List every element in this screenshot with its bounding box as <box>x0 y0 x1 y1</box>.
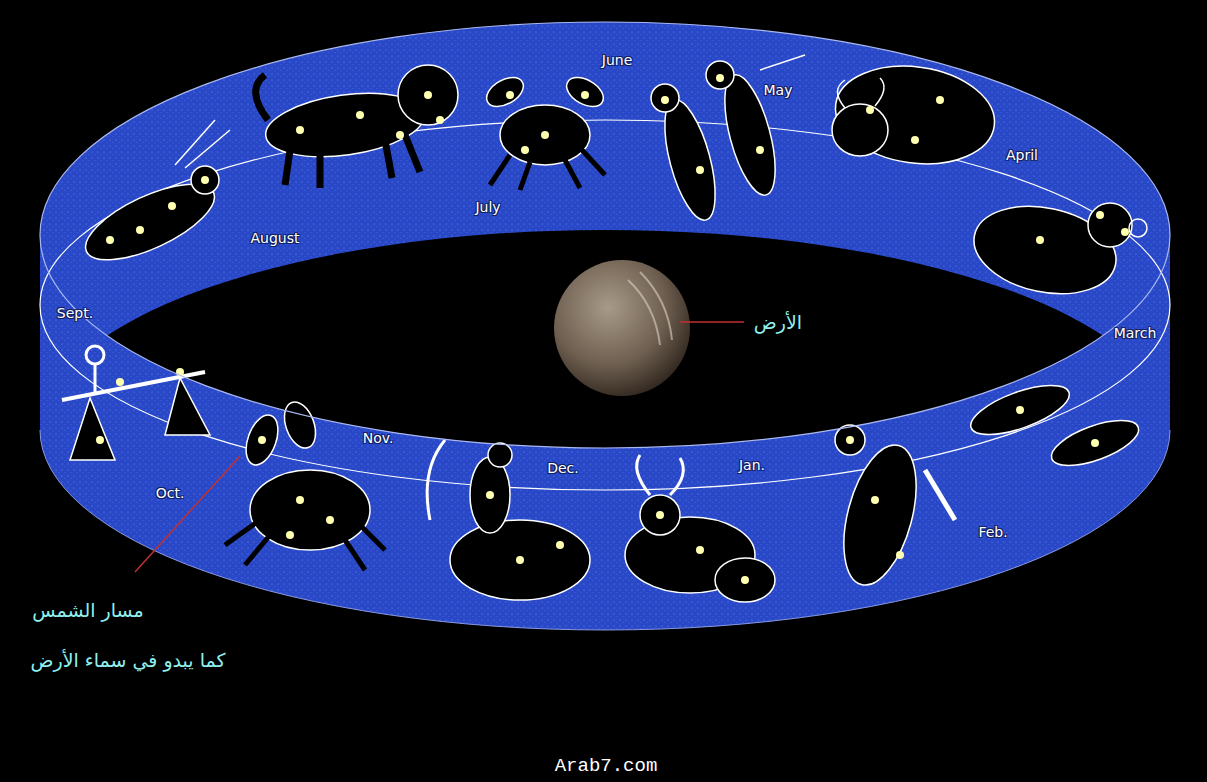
watermark: Arab7.com <box>555 755 658 778</box>
ecliptic-label: مسار الشمس <box>32 599 143 622</box>
star-dots-front <box>96 368 1099 584</box>
month-label: Oct. <box>156 485 185 502</box>
month-label: Nov. <box>363 430 394 447</box>
month-label: March <box>1114 325 1157 342</box>
earth-streak <box>628 272 672 345</box>
band-rim <box>40 22 1170 448</box>
ecliptic-label: كما يبدو في سماء الأرض <box>31 649 226 672</box>
star-dots <box>106 74 1129 244</box>
month-label: April <box>1006 147 1038 164</box>
leader-line <box>135 456 240 572</box>
month-label: Jan. <box>739 457 765 474</box>
month-label: June <box>602 52 633 69</box>
month-label: August <box>251 230 300 247</box>
month-label: Dec. <box>547 460 579 477</box>
month-label: May <box>764 82 793 99</box>
month-label: July <box>475 199 500 216</box>
leader-line <box>680 321 744 323</box>
band-bottom-rim <box>40 430 1170 630</box>
zodiac-band <box>40 22 1170 630</box>
earth <box>554 260 690 396</box>
month-label: Sept. <box>57 305 93 322</box>
band-opening <box>40 22 1170 448</box>
earth-label: الأرض <box>754 311 802 334</box>
month-label: Feb. <box>978 524 1007 541</box>
